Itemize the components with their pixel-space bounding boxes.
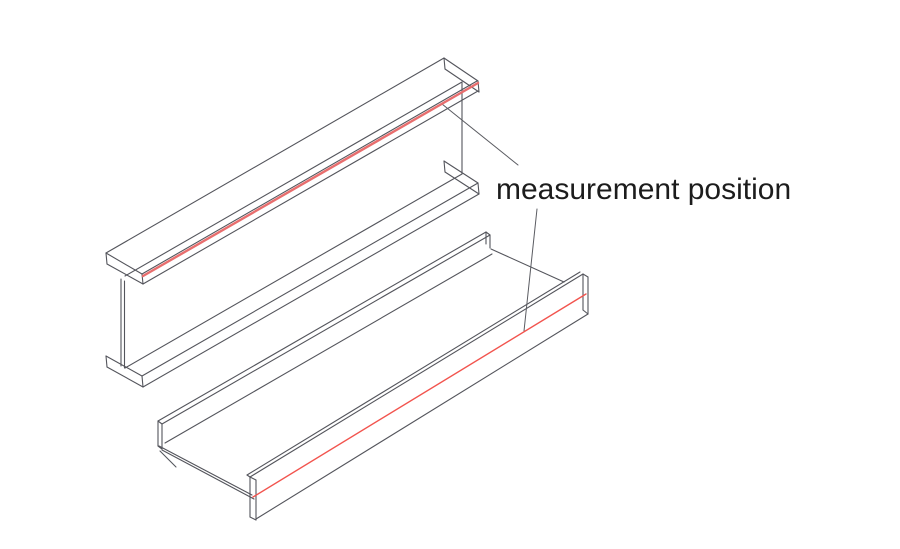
beam-edge <box>142 193 480 388</box>
beam-edge <box>443 57 446 70</box>
measurement-line-lower <box>252 293 587 498</box>
beam-edge <box>246 271 581 476</box>
beam-edge <box>142 90 479 285</box>
measurement-line-upper <box>141 81 480 278</box>
measurement-position-lines <box>141 81 587 498</box>
beam-edge <box>105 355 108 368</box>
beam-edge <box>106 263 144 285</box>
beam-edge <box>141 182 479 377</box>
beam-edge <box>246 474 251 478</box>
beam-edge <box>249 476 257 481</box>
beam-edge <box>161 234 491 425</box>
beam-edge <box>490 248 565 283</box>
beam-edge <box>141 80 478 275</box>
beam-edge <box>443 160 446 173</box>
beam-edge <box>161 449 255 500</box>
beam-edge <box>443 160 479 184</box>
beam-edge <box>444 171 480 195</box>
beam-edge <box>105 252 108 265</box>
upper-i-beam-drawing <box>105 57 480 388</box>
beam-edge <box>157 231 487 422</box>
beam-edge <box>124 81 463 277</box>
beam-edge <box>106 366 144 388</box>
lower-rotated-beam-drawing <box>157 231 589 521</box>
beam-edge <box>582 309 589 315</box>
leader-line-lower <box>523 208 538 332</box>
leader-line-upper <box>441 103 519 166</box>
measurement-position-label: measurement position <box>496 173 792 206</box>
beam-edge <box>255 313 589 520</box>
beam-edge <box>159 450 177 468</box>
beam-edge <box>124 173 463 369</box>
beam-edge <box>582 273 589 278</box>
leader-lines <box>441 103 538 332</box>
beam-edge <box>164 253 493 444</box>
beam-edge <box>105 57 445 254</box>
beam-edge <box>477 182 480 195</box>
beam-edge <box>157 420 163 425</box>
beam-edge <box>105 252 143 275</box>
beam-edge <box>485 231 491 236</box>
beam-edge <box>443 57 479 82</box>
beam-edge <box>158 445 253 496</box>
beam-edge <box>444 68 480 93</box>
beam-edge <box>157 445 163 450</box>
beam-edge <box>249 273 584 478</box>
beam-edge <box>249 516 257 521</box>
beam-edge <box>141 375 144 388</box>
beam-edge <box>105 355 143 377</box>
